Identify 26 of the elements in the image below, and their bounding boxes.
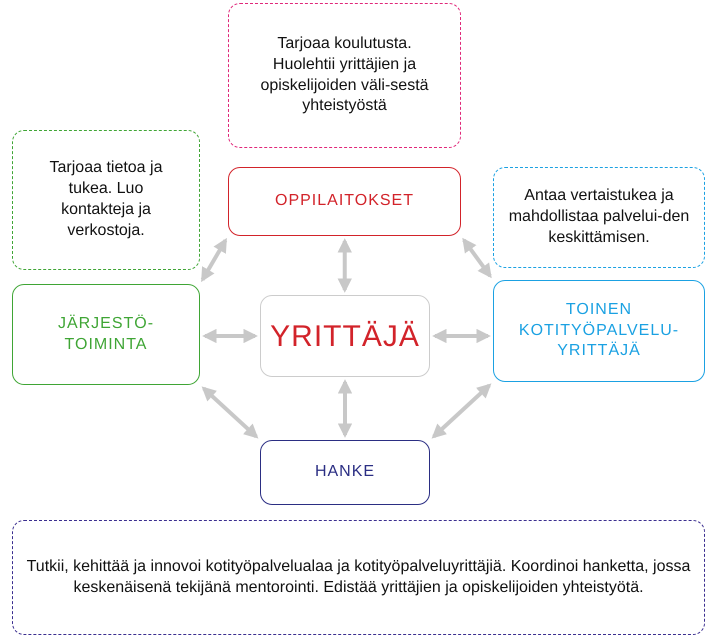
actor-box (228, 167, 461, 236)
description-text: Tarjoaa tietoa ja tukea. Luo kontakteja ja verkostoja. (48, 158, 164, 241)
double-arrow (432, 328, 491, 344)
description-box (493, 167, 705, 268)
actor-box (12, 284, 200, 385)
double-arrow (432, 383, 492, 439)
box-title: HANKE (314, 462, 376, 482)
actor-box (493, 280, 705, 382)
double-arrow (200, 238, 228, 282)
box-title: JÄRJESTÖ-TOIMINTA (56, 314, 156, 354)
description-box (228, 3, 461, 148)
description-text: Tutkii, kehittää ja innovoi kotityöpalvelualaa ja kotityöpalveluyrittäjiä. Koordinoi hanketta, jossa keskenäisenä tekijänä mentorointi. Edistää yrittäjien ja opiskelijoiden yhteistyötä. (26, 556, 692, 598)
double-arrow (202, 328, 258, 344)
double-arrow (338, 379, 352, 438)
description-box (12, 130, 200, 270)
description-text: Tarjoaa koulutusta. Huolehtii yrittäjien ja opiskelijoiden väli-sestä yhteistyöstä (259, 34, 430, 116)
double-arrow (202, 386, 258, 439)
box-title: OPPILAITOKSET (275, 191, 414, 212)
center-box (260, 295, 430, 377)
description-text: Antaa vertaistukea ja mahdollistaa palvelui-den keskittämisen. (508, 186, 690, 248)
double-arrow (462, 238, 492, 278)
description-box (12, 520, 705, 635)
actor-box (260, 440, 430, 505)
double-arrow (338, 238, 352, 293)
box-title: TOINEN KOTITYÖPALVELU-YRITTÄJÄ (518, 300, 680, 362)
box-title: YRITTÄJÄ (270, 318, 420, 354)
